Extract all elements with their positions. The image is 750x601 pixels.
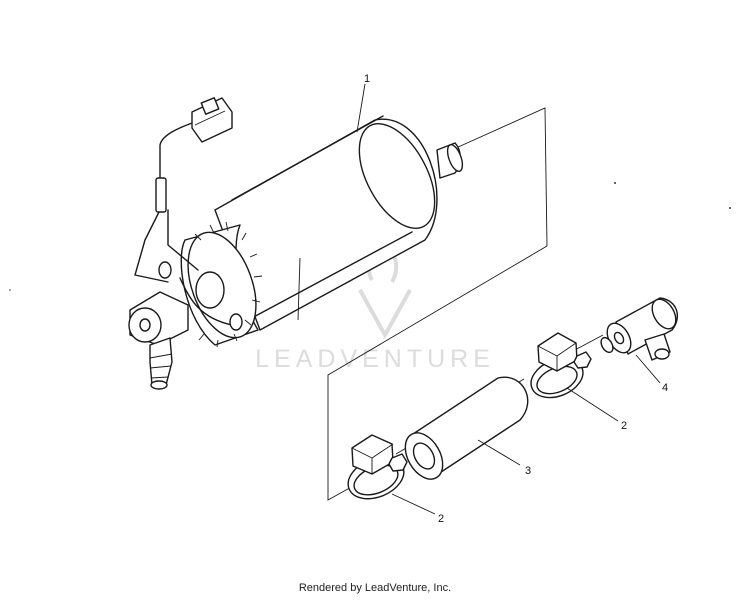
callout-hose-clamp-lower: 2 xyxy=(438,513,444,525)
fuel-pump xyxy=(128,97,464,390)
tee-fitting xyxy=(600,297,679,361)
callout-hose-clamp-upper: 2 xyxy=(621,420,627,432)
footer-credit: Rendered by LeadVenture, Inc. xyxy=(298,582,452,594)
watermark-brand: LEADVENTURE xyxy=(255,345,495,373)
grouping-bracket xyxy=(327,107,604,501)
hose xyxy=(404,376,529,480)
leader-lines xyxy=(356,83,661,515)
hose-clamp-lower xyxy=(347,434,408,500)
callout-hose: 3 xyxy=(525,465,531,477)
electrical-connector xyxy=(191,97,233,143)
callout-labels: 1 2 3 2 4 xyxy=(364,73,668,525)
callout-tee-fitting: 4 xyxy=(662,382,668,394)
hose-clamp-upper xyxy=(530,332,592,399)
callout-fuel-pump: 1 xyxy=(364,73,370,85)
